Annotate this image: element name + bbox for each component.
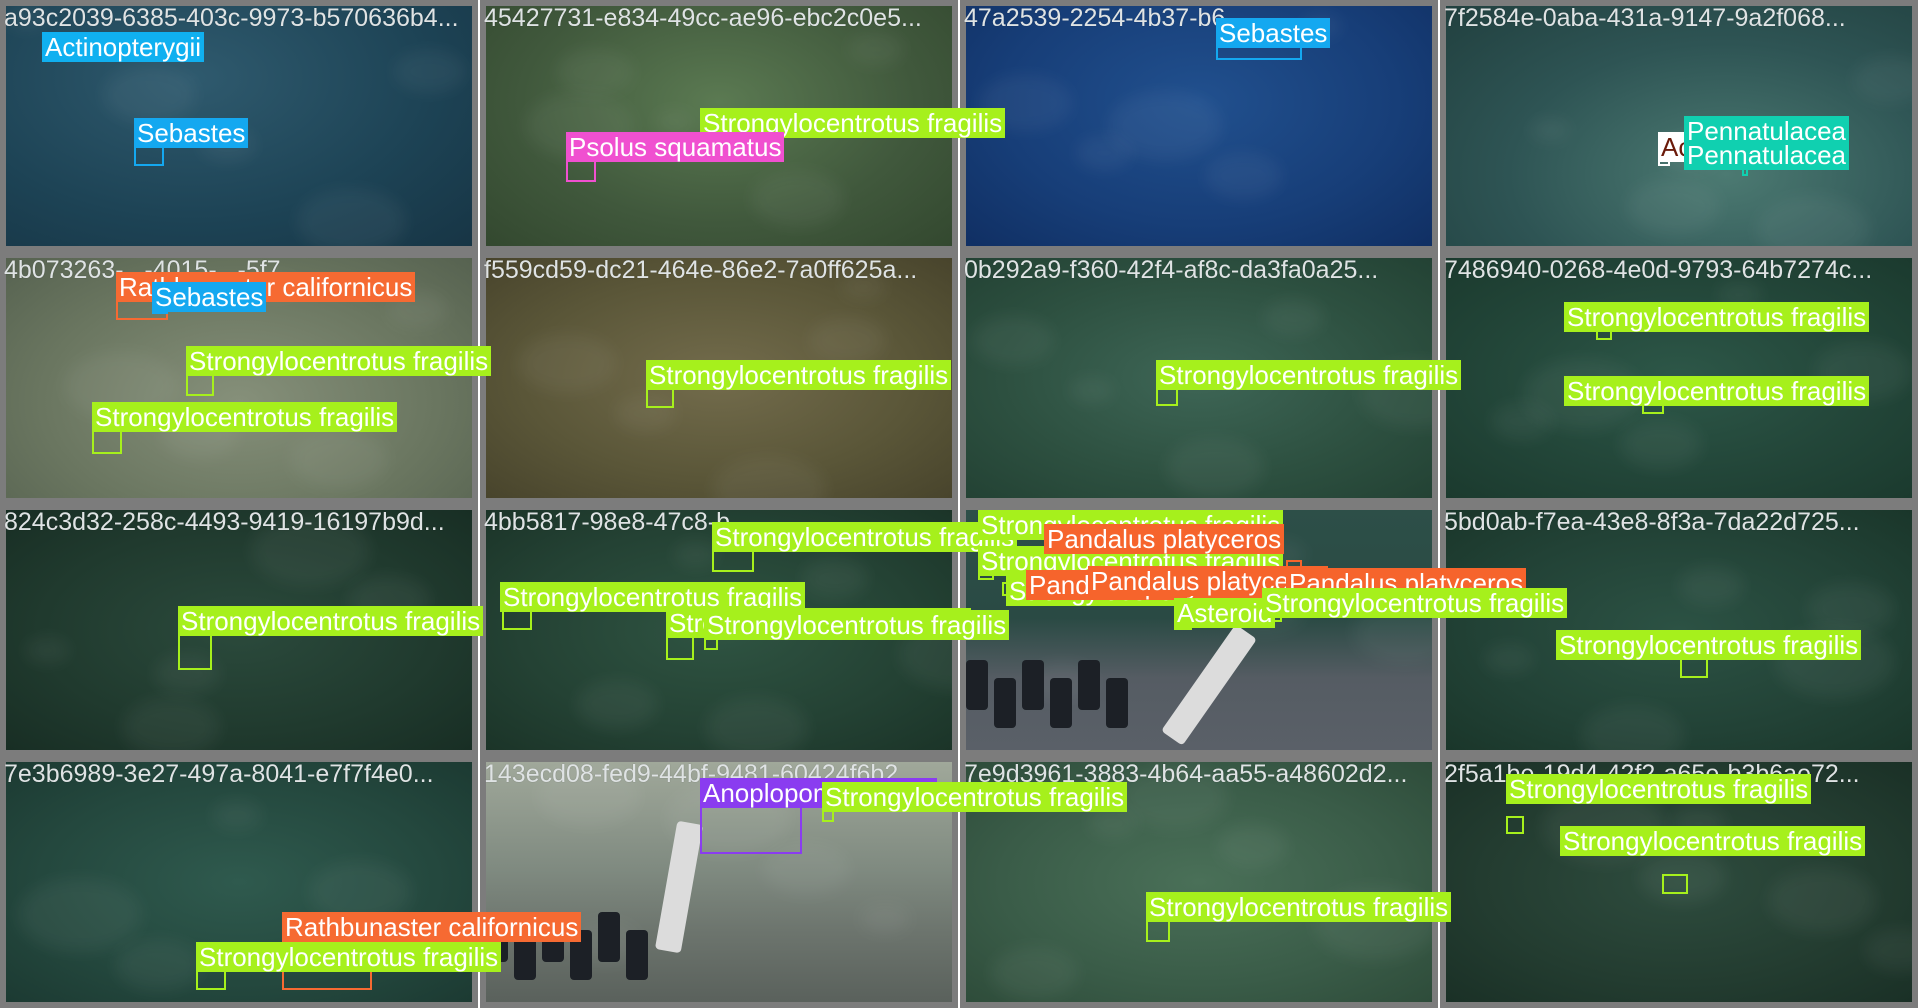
detection-label-sebastes: Sebastes xyxy=(134,118,249,148)
detection-label-strongylocentrotus-fragilis: Strongylocentrotus fragilis xyxy=(1156,360,1462,390)
image-tile: 5bd0ab-f7ea-43e8-8f3a-7da22d725... Strong… xyxy=(1440,504,1918,756)
detection-label-strongylocentrotus-fragilis: Strongylocentrotus fragilis xyxy=(1556,630,1862,660)
tile-filename: 5bd0ab-f7ea-43e8-8f3a-7da22d725... xyxy=(1444,508,1860,536)
detection-label-strongylocentrotus-fragilis: Strongylocentrotus fragilis xyxy=(712,522,1018,552)
detection-box-strongylocentrotus-fragilis xyxy=(1506,816,1524,834)
detection-label-strongylocentrotus-fragilis: Strongylocentrotus fragilis xyxy=(1146,892,1452,922)
detection-box-anoplopoma-fimbria xyxy=(700,806,802,854)
image-tile: 7486940-0268-4e0d-9793-64b7274c... Strong… xyxy=(1440,252,1918,504)
detection-label-strongylocentrotus-fragilis: Strongylocentrotus fragilis xyxy=(500,582,806,612)
tile-filename: f559cd59-dc21-464e-86e2-7a0ff625a... xyxy=(484,256,918,284)
detection-label-strongylocentrotus-fragilis: Strongylocentrotus fragilis xyxy=(1564,376,1870,406)
detection-label-asteroidea: Asteroid xyxy=(1174,598,1276,628)
image-tile: 7e3b6989-3e27-497a-8041-e7f7f4e0... Rathb… xyxy=(0,756,582,1008)
tile-filename: a93c2039-6385-403c-9973-b570636b4... xyxy=(4,4,459,32)
detection-label-pennatulacea: Pennatulacea xyxy=(1684,140,1850,170)
image-tile: 4bb5817-98e8-47c8-b...Strongylocentrotus… xyxy=(480,504,1018,756)
detection-label-strongylocentrotus-fragilis: Strongylocentrotus fragilis xyxy=(196,942,502,972)
detection-label-strongylocentrotus-fragilis: Strongylocentrotus fragilis xyxy=(178,606,484,636)
image-tile: 2f5a1be-19d4-42f2-a65e-b3b6ae72...Strong… xyxy=(1440,756,1918,1008)
detection-label-strongylocentrotus-fragilis: Strongylocentrotus fragilis xyxy=(1560,826,1866,856)
seafloor-image xyxy=(966,6,1432,246)
detection-label-strongylocentrotus-fragilis: Strongylocentrotus fragilis xyxy=(704,610,1010,640)
seafloor-image xyxy=(6,510,472,750)
tile-filename: 7486940-0268-4e0d-9793-64b7274c... xyxy=(1444,256,1873,284)
detection-label-psolus-squamatus: Psolus squamatus xyxy=(566,132,785,162)
detection-label-rathbunaster-californicus: Rathbunaster californicus xyxy=(282,912,582,942)
detection-box-strongylocentrotus-fragilis xyxy=(502,610,532,630)
detection-label-strongylocentrotus-fragilis: Strongylocentrotus fragilis xyxy=(92,402,398,432)
tile-filename: 47a2539-2254-4b37-b6... xyxy=(964,4,1247,32)
detection-box-strongylocentrotus-fragilis xyxy=(178,632,212,670)
tile-filename: 7e3b6989-3e27-497a-8041-e7f7f4e0... xyxy=(4,760,434,788)
detection-label-pandalus-platyceros: Pandalus platyceros xyxy=(1044,524,1285,554)
image-tile: 4b073263-...-4015-...-5f7...Rathbunaster… xyxy=(0,252,492,504)
tile-filename: 45427731-e834-49cc-ae96-ebc2c0e5... xyxy=(484,4,922,32)
detection-label-strongylocentrotus-fragilis: Strongylocentrotus fragilis xyxy=(186,346,492,376)
image-tile: f559cd59-dc21-464e-86e2-7a0ff625a... Stro… xyxy=(480,252,958,504)
detection-label-sebastes: Sebastes xyxy=(152,282,267,312)
image-tile: Strongylocentrotus fragilisStrongylocent… xyxy=(960,504,1568,756)
seafloor-image xyxy=(6,6,472,246)
detection-label-strongylocentrotus-fragilis: Strongylocentrotus fragilis xyxy=(1564,302,1870,332)
image-tile: 0b292a9-f360-42f4-af8c-da3fa0a25... Stron… xyxy=(960,252,1462,504)
image-tile: 45427731-e834-49cc-ae96-ebc2c0e5...Stron… xyxy=(480,0,1006,252)
detection-label-actinopterygii: Actinopterygii xyxy=(42,32,205,62)
detection-label-strongylocentrotus-fragilis: Strongylocentrotus fragilis xyxy=(646,360,952,390)
image-tile: 47a2539-2254-4b37-b6...Sebastes xyxy=(960,0,1438,252)
image-tile: 143ecd08-fed9-44bf-9481-60424f6b2...Anop… xyxy=(480,756,1128,1008)
detection-label-strongylocentrotus-fragilis: Strongylocentrotus fragilis xyxy=(1506,774,1812,804)
detection-label-strongylocentrotus-fragilis: Strongylocentrotus fragilis xyxy=(1262,588,1568,618)
image-tile: a93c2039-6385-403c-9973-b570636b4...Acti… xyxy=(0,0,478,252)
tile-filename: 7f2584e-0aba-431a-9147-9a2f068... xyxy=(1444,4,1846,32)
detection-label-strongylocentrotus-fragilis: Strongylocentrotus fragilis xyxy=(822,782,1128,812)
tile-filename: 0b292a9-f360-42f4-af8c-da3fa0a25... xyxy=(964,256,1379,284)
tile-filename: 824c3d32-258c-4493-9419-16197b9d... xyxy=(4,508,445,536)
image-tile: 824c3d32-258c-4493-9419-16197b9d... Stron… xyxy=(0,504,484,756)
detection-label-sebastes: Sebastes xyxy=(1216,18,1331,48)
tile-filename: 4bb5817-98e8-47c8-b... xyxy=(484,508,751,536)
detection-box-strongylocentrotus-fragilis xyxy=(1662,874,1688,894)
